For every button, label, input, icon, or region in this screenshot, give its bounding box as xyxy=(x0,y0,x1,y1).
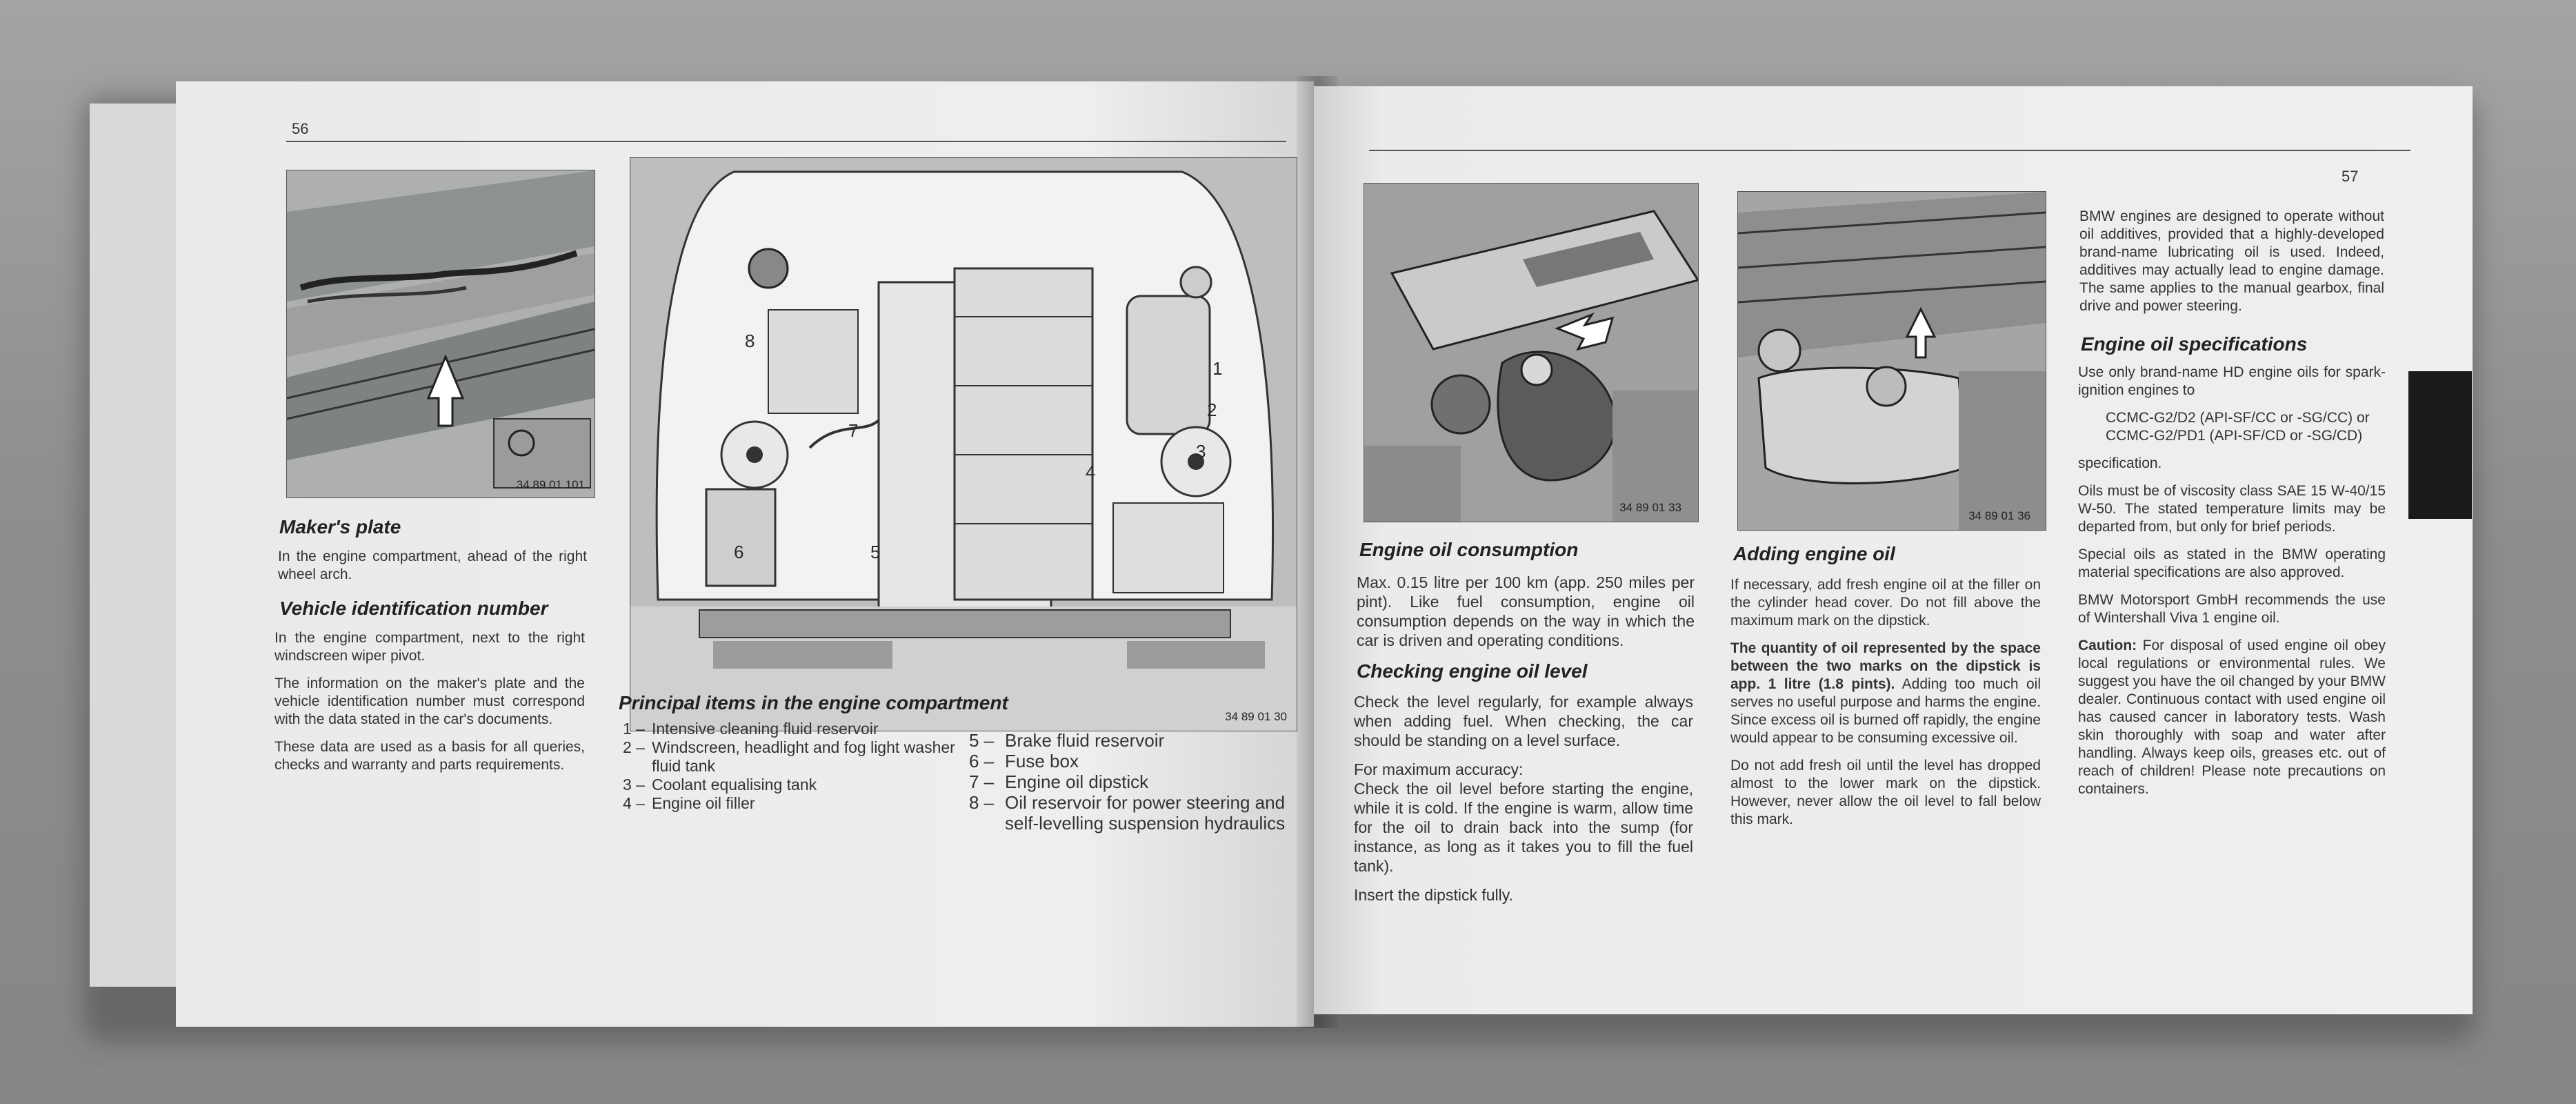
principal-items-col1: 1 – Intensive cleaning fluid reservoir 2 … xyxy=(623,720,968,813)
oil-consumption-figure: 34 89 01 33 xyxy=(1364,183,1699,522)
item-text: Intensive cleaning fluid reservoir xyxy=(652,720,879,738)
item-number: 3 – xyxy=(623,776,645,793)
caution-paragraph: Caution: For disposal of used engine oil… xyxy=(2078,637,2386,798)
principal-items-col2: 5 – Brake fluid reservoir 6 – Fuse box 7 –… xyxy=(969,730,1293,834)
page-number-right: 57 xyxy=(2342,168,2359,185)
figure-code: 34 89 01 101 xyxy=(516,478,585,491)
item-number: 7 – xyxy=(969,771,995,792)
adding-paragraph: Do not add fresh oil until the level has… xyxy=(1730,758,2041,827)
caution-text: For disposal of used engine oil obey loc… xyxy=(2078,638,2386,797)
principal-items-heading: Principal items in the engine compartmen… xyxy=(619,692,1008,713)
specs-paragraph: Special oils as stated in the BMW operat… xyxy=(2078,546,2386,580)
checking-paragraph: Insert the dipstick fully. xyxy=(1354,886,1513,904)
adding-text: Adding too much oil serves no useful pur… xyxy=(1730,676,2041,746)
list-item: 8 – Oil reservoir for power steering and … xyxy=(969,792,1293,834)
adding-oil-figure: 34 89 01 36 xyxy=(1737,191,2046,531)
item-number: 6 – xyxy=(969,751,995,771)
figure-code: 34 89 01 33 xyxy=(1619,501,1681,514)
item-text: Windscreen, headlight and fog light wash… xyxy=(652,738,955,775)
header-rule xyxy=(1369,150,2410,151)
specs-paragraph: Use only brand-name HD engine oils for s… xyxy=(2078,364,2386,398)
item-number: 5 – xyxy=(969,730,995,751)
adding-bold-text: The quantity of oil represented by the s… xyxy=(1730,640,2041,692)
makers-plate-heading: Maker's plate xyxy=(279,516,401,538)
oil-consumption-text: Max. 0.15 litre per 100 km (app. 250 mil… xyxy=(1357,573,1695,660)
oil-specs-heading: Engine oil specifications xyxy=(2081,333,2308,355)
list-item: 5 – Brake fluid reservoir xyxy=(969,730,1293,751)
vehicle-id-paragraph: These data are used as a basis for all q… xyxy=(274,739,585,773)
item-text: Brake fluid reservoir xyxy=(1005,730,1165,751)
specs-paragraph: Oils must be of viscosity class SAE 15 W… xyxy=(2078,483,2386,535)
adding-paragraph: The quantity of oil represented by the s… xyxy=(1730,640,2041,747)
specs-paragraph: specification. xyxy=(2078,455,2162,471)
figure-code: 34 89 01 30 xyxy=(1225,710,1287,723)
callout-1 xyxy=(917,224,944,259)
book-cover-edge xyxy=(90,103,186,987)
item-number: 1 – xyxy=(623,720,645,738)
checking-oil-text: Check the level regularly, for example a… xyxy=(1354,692,1693,914)
header-rule xyxy=(286,141,1286,142)
callout-8: 8 xyxy=(745,331,755,351)
item-text: Engine oil dipstick xyxy=(1005,771,1149,792)
callout-2: 2 xyxy=(1207,400,1217,420)
makers-plate-figure: 34 89 01 101 xyxy=(286,170,595,498)
callout-6: 6 xyxy=(734,542,744,562)
list-item: 2 – Windscreen, headlight and fog light w… xyxy=(623,738,968,776)
list-item: 7 – Engine oil dipstick xyxy=(969,771,1293,792)
caution-label: Caution: xyxy=(2078,638,2137,653)
item-text: Fuse box xyxy=(1005,751,1079,771)
callout-3: 3 xyxy=(1196,441,1206,462)
callout-1-label: 1 xyxy=(1212,358,1223,379)
adding-oil-heading: Adding engine oil xyxy=(1733,543,1895,564)
spec-line: CCMC-G2/PD1 (API-SF/CD or -SG/CD) xyxy=(2106,428,2363,444)
checking-oil-heading: Checking engine oil level xyxy=(1357,660,1588,682)
vehicle-id-heading: Vehicle identification number xyxy=(279,598,548,619)
specs-paragraph: BMW Motorsport GmbH recommends the use o… xyxy=(2078,592,2386,626)
section-tab-marker xyxy=(2408,371,2472,519)
left-page: 56 34 89 01 101 xyxy=(176,81,1314,1027)
vehicle-id-text: In the engine compartment, next to the r… xyxy=(274,629,585,784)
oil-consumption-heading: Engine oil consumption xyxy=(1359,539,1579,560)
item-number: 2 – xyxy=(623,738,645,756)
adding-oil-text: If necessary, add fresh engine oil at th… xyxy=(1730,576,2041,838)
page-number-left: 56 xyxy=(292,120,309,137)
item-text: Coolant equalising tank xyxy=(652,776,817,793)
checking-paragraph: Check the level regularly, for example a… xyxy=(1354,693,1693,749)
oil-specs-text: Use only brand-name HD engine oils for s… xyxy=(2078,364,2386,808)
checking-paragraph: For maximum accuracy: xyxy=(1354,760,1524,778)
item-number: 4 – xyxy=(623,794,645,812)
makers-plate-text: In the engine compartment, ahead of the … xyxy=(278,548,587,593)
additives-text: BMW engines are designed to operate with… xyxy=(2079,208,2384,325)
list-item: 3 – Coolant equalising tank xyxy=(623,776,968,794)
checking-paragraph: Check the oil level before starting the … xyxy=(1354,780,1693,875)
makers-plate-paragraph: In the engine compartment, ahead of the … xyxy=(278,549,587,582)
item-text: Engine oil filler xyxy=(652,794,755,812)
item-text: Oil reservoir for power steering and sel… xyxy=(1005,792,1286,834)
callout-5: 5 xyxy=(870,542,881,562)
list-item: 4 – Engine oil filler xyxy=(623,794,968,813)
spec-line: CCMC-G2/D2 (API-SF/CC or -SG/CC) or xyxy=(2106,410,2370,426)
right-page: 57 34 89 01 33 34 89 0 xyxy=(1314,86,2473,1014)
callout-7: 7 xyxy=(848,420,859,441)
engine-compartment-figure: 8 1 2 3 4 5 6 7 34 89 01 30 xyxy=(630,157,1297,731)
figure-code: 34 89 01 36 xyxy=(1968,509,2030,522)
item-number: 8 – xyxy=(969,792,995,813)
list-item: 6 – Fuse box xyxy=(969,751,1293,771)
callout-4: 4 xyxy=(1086,462,1096,482)
oil-consumption-paragraph: Max. 0.15 litre per 100 km (app. 250 mil… xyxy=(1357,573,1695,649)
vehicle-id-paragraph: In the engine compartment, next to the r… xyxy=(274,630,585,664)
list-item: 1 – Intensive cleaning fluid reservoir xyxy=(623,720,968,738)
adding-paragraph: If necessary, add fresh engine oil at th… xyxy=(1730,577,2041,629)
vehicle-id-paragraph: The information on the maker's plate and… xyxy=(274,676,585,727)
additives-paragraph: BMW engines are designed to operate with… xyxy=(2079,208,2384,314)
